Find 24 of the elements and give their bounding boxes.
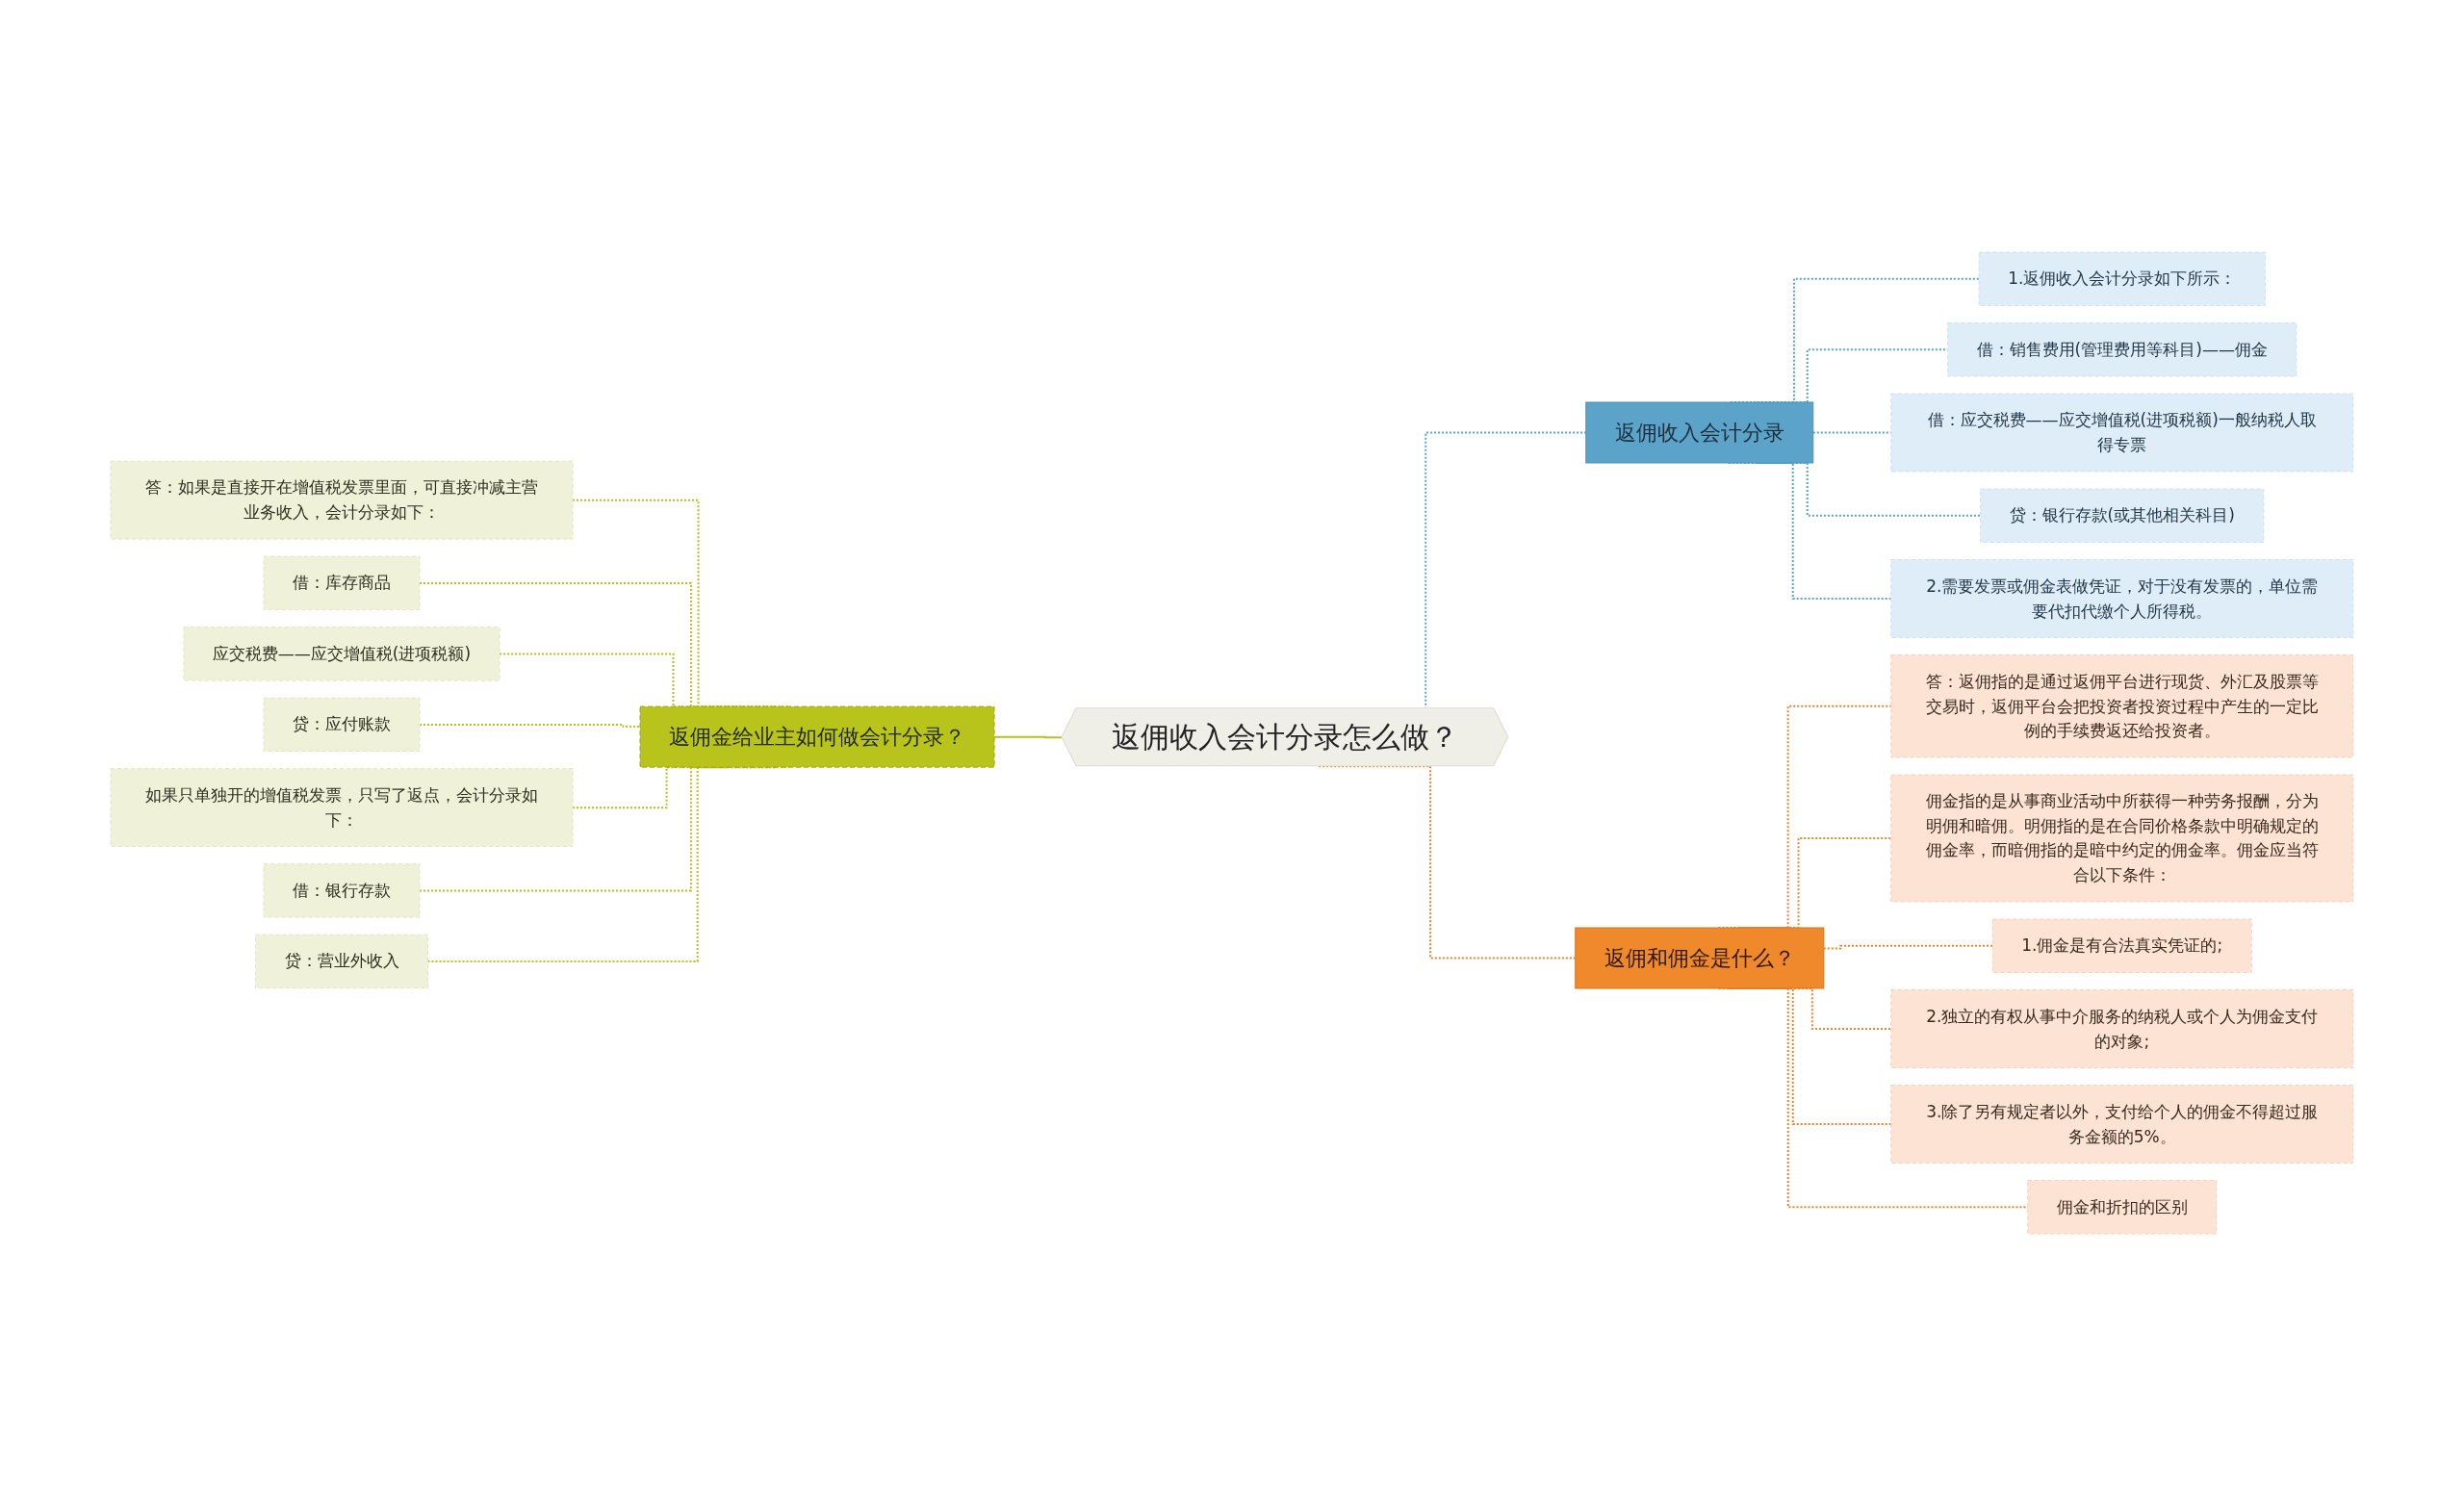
node-box: 贷：银行存款(或其他相关科目) [1980, 488, 2265, 543]
node-box: 返佣收入会计分录 [1585, 401, 1814, 463]
node-box: 2.需要发票或佣金表做凭证，对于没有发票的，单位需要代扣代缴个人所得税。 [1890, 558, 2354, 638]
node-box: 答：返佣指的是通过返佣平台进行现货、外汇及股票等交易时，返佣平台会把投资者投资过程中产生的一定比例的手续费返还给投资者。 [1890, 653, 2354, 757]
node-box: 借：库存商品 [263, 555, 421, 610]
node-box: 佣金指的是从事商业活动中所获得一种劳务报酬，分为明佣和暗佣。明佣指的是在合同价格条款中明确规定的佣金率，而暗佣指的是暗中约定的佣金率。佣金应当符合以下条件： [1890, 774, 2354, 902]
node-box: 应交税费——应交增值税(进项税额) [183, 626, 500, 681]
node-box: 3.除了另有规定者以外，支付给个人的佣金不得超过服务金额的5%。 [1890, 1084, 2354, 1164]
node-box: 答：如果是直接开在增值税发票里面，可直接冲减主营业务收入，会计分录如下： [110, 460, 574, 540]
node-box: 返佣和佣金是什么？ [1575, 927, 1825, 988]
node-box: 2.独立的有权从事中介服务的纳税人或个人为佣金支付的对象; [1890, 988, 2354, 1068]
node-box: 1.返佣收入会计分录如下所示： [1978, 251, 2266, 306]
node-box: 返佣金给业主如何做会计分录？ [639, 705, 995, 768]
node-box: 借：应交税费——应交增值税(进项税额)一般纳税人取得专票 [1890, 393, 2354, 472]
node-box: 贷：应付账款 [263, 697, 421, 752]
node-box: 佣金和折扣的区别 [2027, 1179, 2218, 1234]
connector [993, 735, 1064, 738]
node-box: 借：销售费用(管理费用等科目)——佣金 [1947, 321, 2297, 376]
node-box: 借：银行存款 [263, 862, 421, 918]
node-box: 贷：营业外收入 [255, 934, 429, 988]
connector [1822, 944, 1994, 949]
node-box: 1.佣金是有合法真实凭证的; [1991, 918, 2252, 973]
connector [1318, 764, 1577, 959]
node-box: 如果只单独开的增值税发票，只写了返点，会计分录如下： [110, 767, 574, 847]
